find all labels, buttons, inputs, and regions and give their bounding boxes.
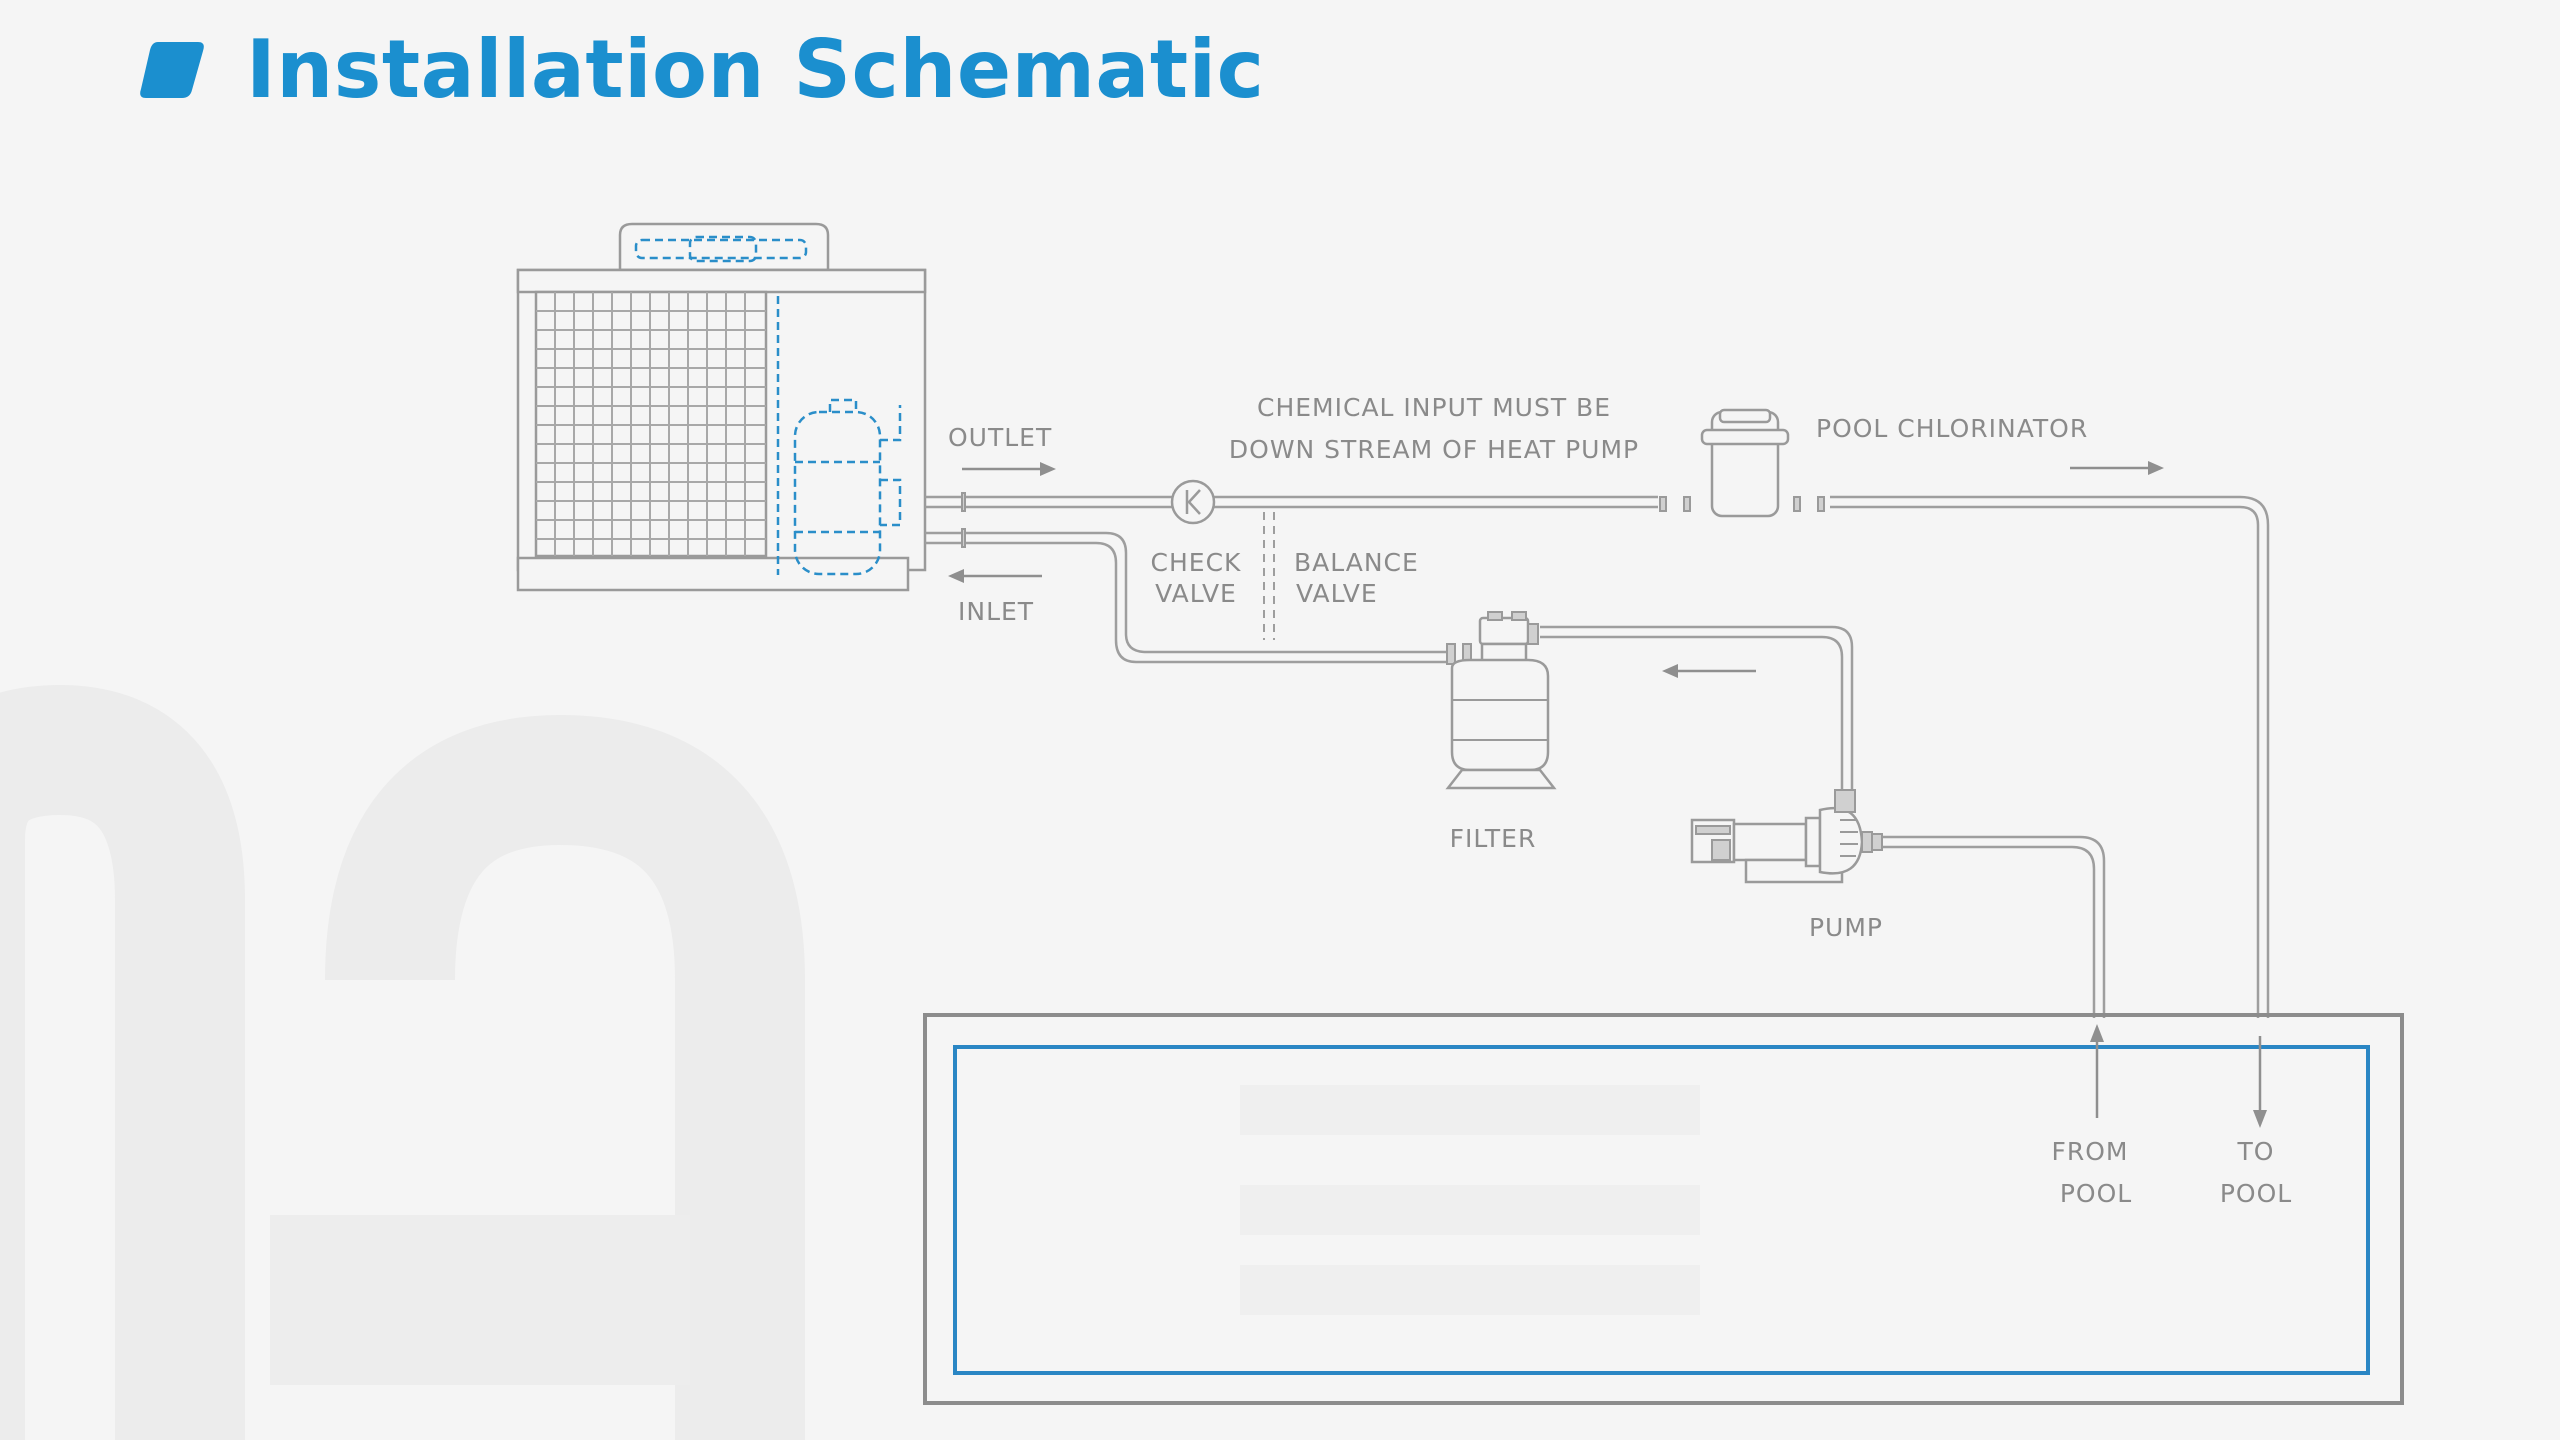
inlet-pipe [925,531,1448,664]
pool-to-pump-pipe [1880,835,2106,1018]
to-pool-label-line2: POOL [2220,1179,2292,1208]
outlet-pipe [925,495,1658,509]
pool-outer-wall [923,1013,2404,1405]
chemical-note-line1: CHEMICAL INPUT MUST BE [1257,393,1611,422]
pipe-network [925,492,2270,1018]
pool-water-edge [953,1045,2370,1375]
from-pool-label-line2: POOL [2060,1179,2132,1208]
filter-label: FILTER [1450,824,1537,853]
check-valve-label-line2: VALVE [1155,579,1237,608]
page-title: Installation Schematic [246,23,1265,116]
logo-mark-icon [140,42,204,98]
chlorinator-arrow-icon [2070,461,2164,475]
heat-pump-fan-icon [634,238,808,260]
heat-pump-fan-housing [618,222,830,272]
background-watermark [0,684,1700,1440]
chemical-note-line2: DOWN STREAM OF HEAT PUMP [1229,435,1639,464]
page-header: Installation Schematic [140,30,1265,110]
compressor-icon [793,398,902,576]
evaporator-grid [534,290,768,558]
return-to-pool-pipe [1830,495,2270,1018]
to-pool-arrow-icon [2253,1036,2267,1128]
pool-pump-icon [1690,789,1883,884]
from-pool-label-line1: FROM [2052,1137,2129,1166]
from-pool-arrow-icon [2090,1024,2104,1118]
outlet-label: OUTLET [948,423,1052,452]
inlet-label: INLET [958,597,1034,626]
swimming-pool [923,1013,2404,1405]
flow-arrows [948,461,2267,1128]
pump-to-filter-arrow-icon [1662,664,1756,678]
to-pool-label-line1: TO [2237,1137,2275,1166]
inlet-arrow-icon [948,569,1042,583]
balance-valve-label-line1: BALANCE [1294,548,1419,577]
heat-pump-base [516,556,910,592]
diagram-labels: OUTLET INLET CHEMICAL INPUT MUST BE DOWN… [948,393,2292,1208]
outlet-arrow-icon [962,462,1056,476]
filter-tank-icon [1445,611,1557,790]
check-valve-icon [1170,479,1216,525]
pool-chlorinator-label: POOL CHLORINATOR [1816,414,2088,443]
check-valve-label-line1: CHECK [1151,548,1242,577]
pump-to-filter-pipe [1540,625,1854,790]
heat-pump-unit [516,222,927,592]
pool-chlorinator-icon [1659,408,1825,518]
balance-valve-label-line2: VALVE [1296,579,1378,608]
balance-valve-line [1263,512,1275,640]
pump-label: PUMP [1809,913,1883,942]
